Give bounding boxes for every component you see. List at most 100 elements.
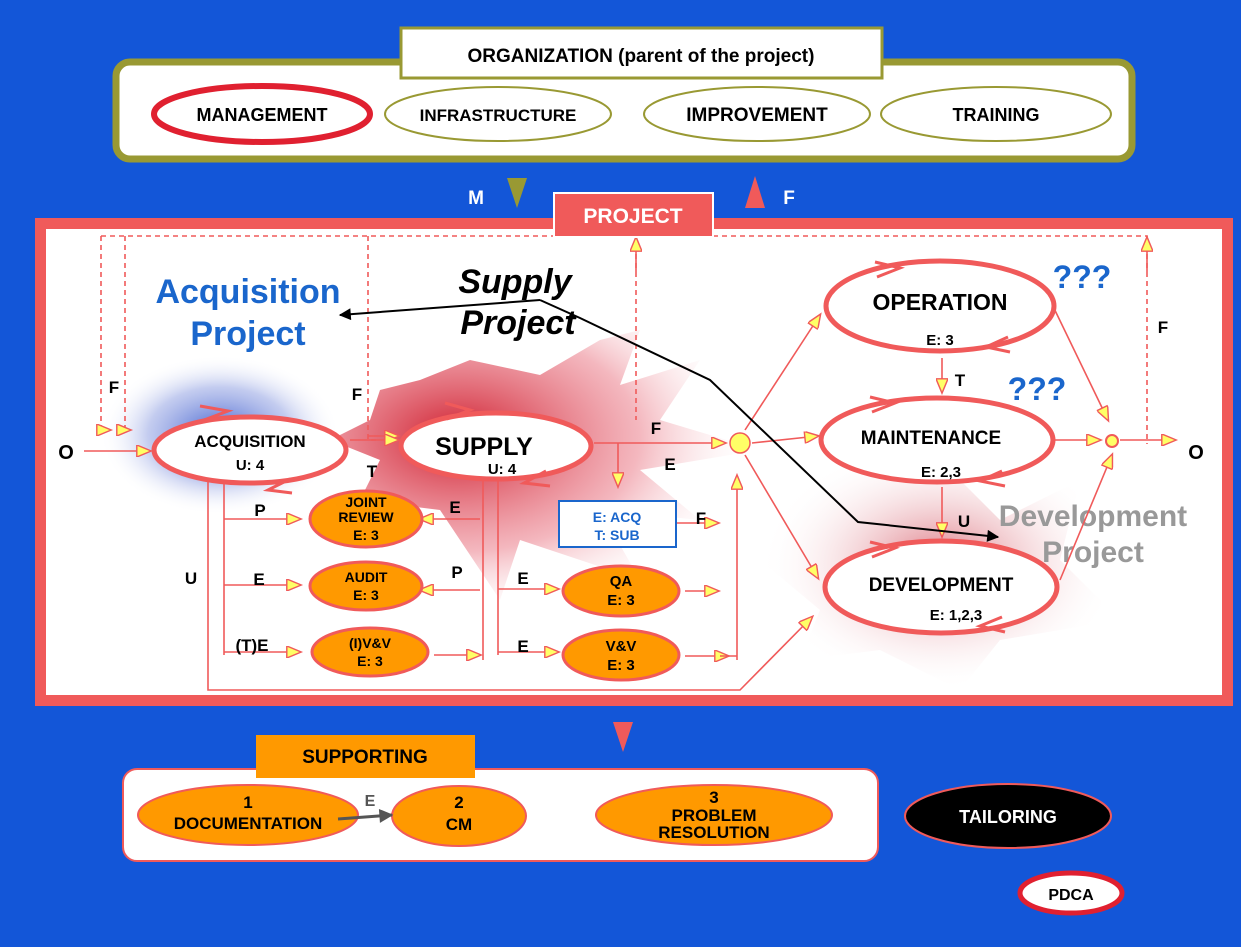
documentation-label: DOCUMENTATION — [174, 814, 323, 833]
cm-label: CM — [446, 815, 472, 834]
joint-review-process[interactable]: JOINT REVIEW E: 3 — [308, 489, 424, 549]
vv-line1: V&V — [606, 638, 637, 655]
development-process[interactable]: DEVELOPMENT E: 1,2,3 — [822, 538, 1060, 636]
problem-line1: PROBLEM — [672, 806, 757, 825]
tailoring-label: TAILORING — [959, 807, 1057, 827]
acquisition-process[interactable]: ACQUISITION U: 4 — [151, 414, 349, 486]
acq-sub-line1: E: ACQ — [593, 509, 642, 525]
supply-project-line1: Supply — [458, 263, 573, 301]
u-left-label: U — [185, 569, 197, 588]
maintenance-sub: E: 2,3 — [921, 464, 961, 481]
m-flow-label: M — [468, 188, 484, 209]
o-left-label: O — [58, 442, 74, 464]
supply-process[interactable]: SUPPLY U: 4 — [398, 410, 594, 482]
f-flow-arrow — [745, 176, 765, 208]
f-mid-label: F — [352, 385, 362, 404]
question-marks-top: ??? — [1053, 259, 1112, 295]
maintenance-process[interactable]: MAINTENANCE E: 2,3 — [818, 395, 1056, 485]
supply-label: SUPPLY — [435, 433, 533, 461]
improvement-process[interactable]: IMPROVEMENT — [643, 86, 871, 142]
infrastructure-label: INFRASTRUCTURE — [420, 106, 577, 125]
supporting-title-box — [256, 735, 475, 778]
flow-lines — [84, 299, 1175, 691]
vv-process[interactable]: V&V E: 3 — [561, 628, 681, 682]
f-flow-label: F — [783, 188, 795, 209]
acquisition-project-line1: Acquisition — [155, 273, 340, 311]
organization-title: ORGANIZATION (parent of the project) — [468, 46, 815, 67]
supply-to-development-arrow — [539, 299, 1000, 542]
edge-letters: O O F F F F F T T E E E E E P P U U (T)E — [58, 318, 1204, 656]
development-project-line1: Development — [999, 500, 1187, 533]
cm-number: 2 — [454, 793, 463, 812]
cm-process[interactable]: 2 CM — [391, 785, 527, 847]
operation-label: OPERATION — [872, 289, 1007, 315]
project-title: PROJECT — [583, 205, 682, 228]
f-left-label: F — [109, 378, 119, 397]
ivv-process[interactable]: (I)V&V E: 3 — [310, 626, 430, 678]
management-process[interactable]: MANAGEMENT — [151, 83, 373, 145]
junction-node-1 — [729, 432, 751, 454]
joint-review-line3: E: 3 — [353, 527, 379, 543]
supply-sub: U: 4 — [488, 461, 517, 478]
f-box-label: F — [696, 509, 706, 528]
development-label: DEVELOPMENT — [869, 575, 1014, 596]
e-supply-label: E — [664, 455, 675, 474]
t-supply-label: T — [367, 462, 378, 481]
qa-line1: QA — [610, 573, 633, 590]
m-flow-arrow — [507, 178, 527, 208]
infrastructure-process[interactable]: INFRASTRUCTURE — [384, 86, 612, 142]
project-title-box — [553, 192, 714, 238]
supporting-title: SUPPORTING — [302, 747, 428, 768]
acquisition-project-line2: Project — [190, 315, 305, 353]
e-qa-label: E — [517, 569, 528, 588]
supporting-panel: SUPPORTING 1 DOCUMENTATION 2 CM 3 PROBLE… — [122, 735, 879, 862]
ivv-line1: (I)V&V — [349, 635, 392, 651]
f-supply-label: F — [651, 419, 661, 438]
pdca-badge: PDCA — [1017, 870, 1125, 916]
t-op-label: T — [955, 371, 966, 390]
audit-process[interactable]: AUDIT E: 3 — [308, 560, 424, 612]
acq-sub-box: E: ACQ T: SUB — [558, 500, 677, 548]
e-vv-label: E — [517, 637, 528, 656]
o-right-label: O — [1188, 442, 1204, 464]
documentation-number: 1 — [243, 793, 252, 812]
operation-sub: E: 3 — [926, 332, 954, 349]
organization-panel: ORGANIZATION (parent of the project) MAN… — [112, 26, 1136, 163]
supply-to-acquisition-arrow — [338, 299, 541, 321]
development-project-line2: Project — [1042, 536, 1144, 569]
junction-node-2 — [1105, 434, 1119, 448]
question-marks-mid: ??? — [1008, 371, 1067, 407]
qa-process[interactable]: QA E: 3 — [561, 564, 681, 618]
training-process[interactable]: TRAINING — [880, 86, 1112, 142]
management-label: MANAGEMENT — [197, 105, 328, 125]
problem-line2: RESOLUTION — [658, 823, 769, 842]
problem-resolution-process[interactable]: 3 PROBLEM RESOLUTION — [595, 784, 833, 846]
audit-line1: AUDIT — [345, 569, 388, 585]
u-maintenance-label: U — [958, 512, 970, 531]
e-joint-review-label: E — [449, 498, 460, 517]
joint-review-line2: REVIEW — [338, 509, 394, 525]
p-audit-label: P — [451, 563, 462, 582]
development-sub: E: 1,2,3 — [930, 607, 983, 624]
organization-title-box — [399, 26, 884, 80]
te-label: (T)E — [235, 636, 268, 655]
acquisition-label: ACQUISITION — [194, 432, 305, 451]
supporting-arrow — [613, 722, 633, 752]
qa-line2: E: 3 — [607, 592, 635, 609]
ivv-line2: E: 3 — [357, 653, 383, 669]
acquisition-sub: U: 4 — [236, 457, 265, 474]
pdca-label: PDCA — [1048, 887, 1094, 904]
supply-project-line2: Project — [460, 304, 577, 342]
audit-line2: E: 3 — [353, 587, 379, 603]
documentation-process[interactable]: 1 DOCUMENTATION — [137, 784, 359, 846]
operation-process[interactable]: OPERATION E: 3 — [823, 258, 1057, 354]
acq-sub-line2: T: SUB — [594, 527, 639, 543]
vv-line2: E: 3 — [607, 657, 635, 674]
problem-number: 3 — [709, 788, 718, 807]
training-label: TRAINING — [953, 105, 1040, 125]
e-audit-label: E — [253, 570, 264, 589]
tailoring-process[interactable]: TAILORING — [904, 783, 1112, 849]
doc-to-cm-label: E — [365, 793, 376, 810]
cycle-arrow-decorations — [199, 260, 1011, 634]
